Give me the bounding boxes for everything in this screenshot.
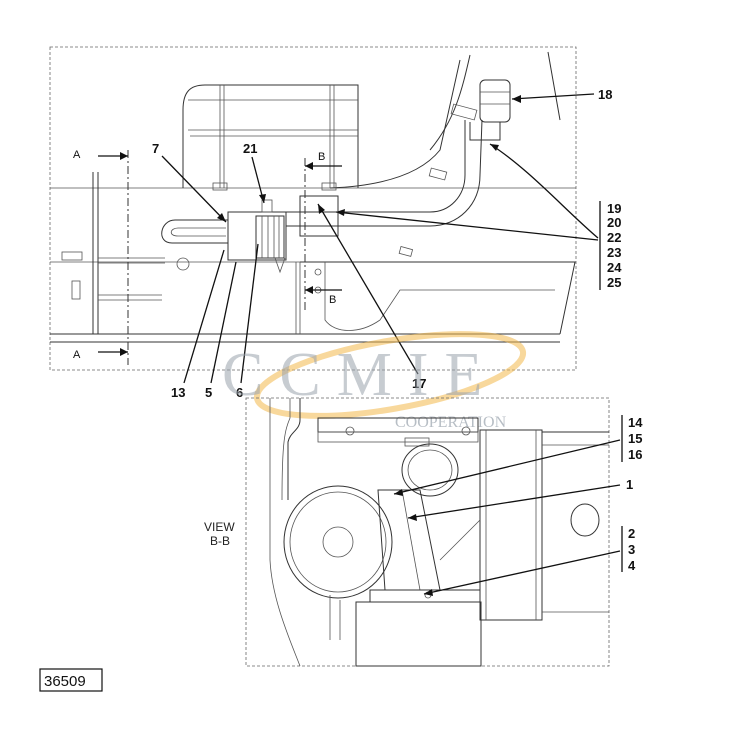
callout-20: 20 [607, 215, 621, 230]
callout-25: 25 [607, 275, 621, 290]
callout-24: 24 [607, 260, 622, 275]
figure-number: 36509 [44, 673, 86, 690]
top-view-frame [49, 46, 577, 371]
callout-21: 21 [243, 141, 257, 156]
view-label-line1: VIEW [204, 520, 235, 534]
callout-23: 23 [607, 245, 621, 260]
top-view-structure [50, 51, 576, 343]
callout-19: 19 [607, 201, 621, 216]
section-line-b: B B [304, 151, 342, 310]
callout-17: 17 [412, 376, 426, 391]
section-b-bottom-label: B [329, 294, 336, 306]
callout-1: 1 [626, 477, 633, 492]
bottom-callouts: 14 15 16 1 2 3 4 [393, 415, 643, 596]
watermark: CCMIE COOPERATION [222, 331, 527, 431]
callout-7: 7 [152, 141, 159, 156]
callout-6: 6 [236, 385, 243, 400]
section-line-a: A A [73, 149, 129, 365]
callout-2: 2 [628, 526, 635, 541]
view-label-line2: B-B [210, 534, 230, 548]
callout-15: 15 [628, 431, 642, 446]
watermark-sub-text: COOPERATION [395, 414, 507, 431]
callout-18: 18 [598, 87, 612, 102]
watermark-main-text: CCMIE [222, 341, 498, 409]
callout-5: 5 [205, 385, 212, 400]
callout-3: 3 [628, 542, 635, 557]
callout-22: 22 [607, 230, 621, 245]
callout-4: 4 [628, 558, 636, 573]
callout-16: 16 [628, 447, 642, 462]
section-b-top-label: B [318, 151, 325, 163]
bottom-view-structure [269, 398, 609, 667]
figure-number-box [39, 668, 103, 692]
section-a-bottom-label: A [73, 349, 81, 361]
callout-14: 14 [628, 415, 643, 430]
section-a-top-label: A [73, 149, 81, 161]
callout-13: 13 [171, 385, 185, 400]
top-callouts: 7 21 18 13 5 6 17 19 20 22 23 24 25 [152, 87, 622, 400]
